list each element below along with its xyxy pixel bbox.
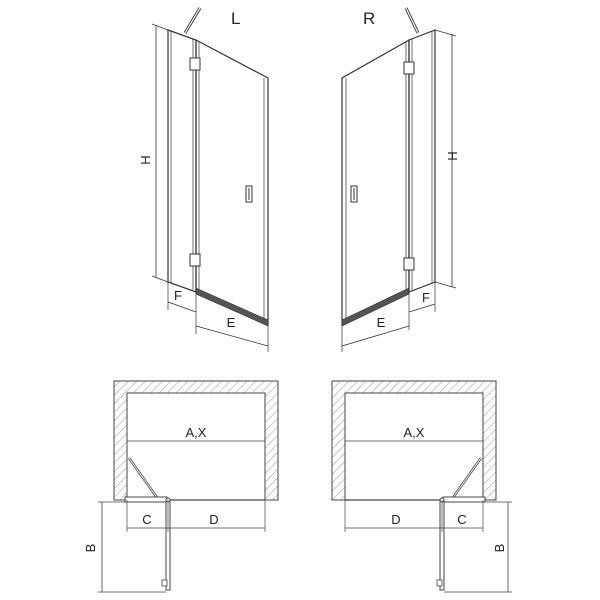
left-c-label: C [142, 512, 151, 527]
right-ax-label: A,X [404, 425, 425, 440]
left-f-dimension-line [167, 301, 197, 313]
left-ax-label: A,X [186, 425, 207, 440]
right-c-label: C [457, 512, 466, 527]
right-door-panel [341, 38, 410, 325]
right-hinge-top [403, 61, 415, 75]
left-f-label: F [174, 288, 182, 303]
right-bottom-profile [341, 287, 410, 327]
left-view-title: L [231, 9, 240, 28]
right-h-label: H [445, 151, 460, 160]
left-hinge-bottom [189, 253, 201, 267]
left-hinge-top [189, 57, 201, 71]
left-e-label: E [227, 315, 236, 330]
right-d-label: D [391, 512, 400, 527]
left-b-label: B [83, 544, 98, 553]
right-elevation-view [341, 7, 457, 352]
right-e-dimension-line [341, 325, 410, 347]
left-h-label: H [138, 155, 153, 164]
right-b-label: B [492, 544, 507, 553]
right-hinge-bottom [403, 257, 415, 271]
left-plan-view [98, 380, 279, 593]
left-e-dimension-line [195, 325, 269, 347]
right-view-title: R [363, 9, 375, 28]
left-door-panel [195, 39, 269, 325]
right-plan-walls [331, 380, 497, 501]
right-plan-view [331, 380, 512, 593]
right-e-label: E [377, 315, 386, 330]
right-f-label: F [422, 290, 430, 305]
right-f-dimension-line [408, 303, 436, 313]
left-d-label: D [209, 512, 218, 527]
left-plan-walls [113, 380, 279, 501]
left-elevation-view [151, 7, 269, 352]
